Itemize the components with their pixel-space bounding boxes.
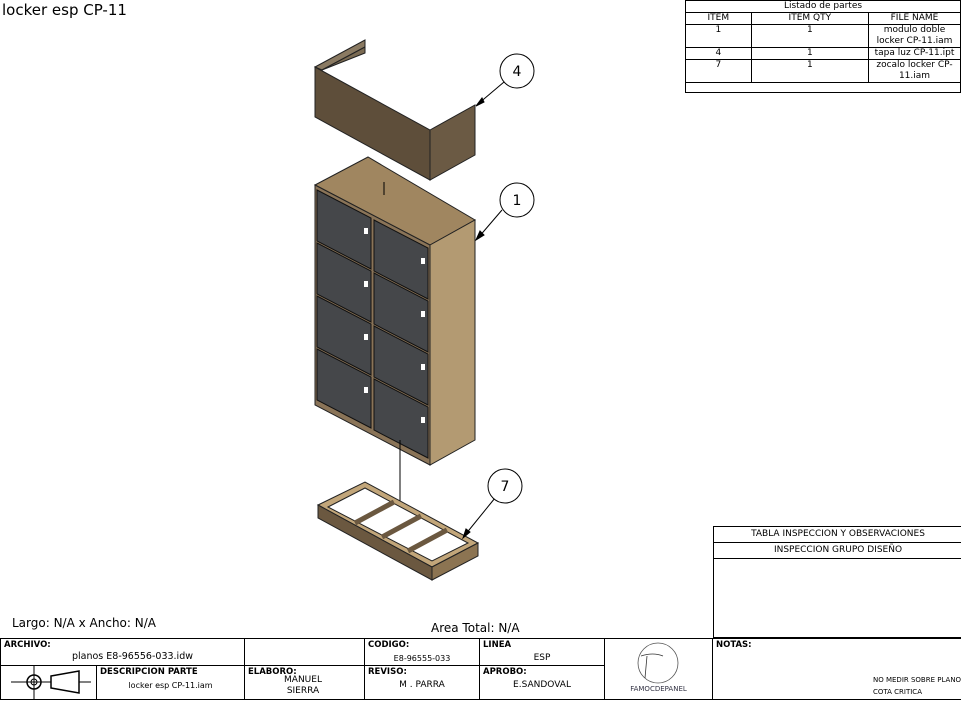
area-total: Area Total: N/A: [431, 621, 520, 635]
archivo-cell: ARCHIVO: planos E8-96556-033.idw: [0, 639, 245, 666]
inspection-table: TABLA INSPECCION Y OBSERVACIONES INSPECC…: [713, 526, 961, 638]
balloon-4: 4: [499, 53, 535, 89]
descripcion-label: DESCRIPCION PARTE: [100, 667, 198, 677]
locker-door: [373, 325, 429, 406]
balloon-7: 7: [487, 468, 523, 504]
locker-door: [316, 189, 372, 270]
aprobo-cell: APROBO: E.SANDOVAL: [480, 666, 605, 700]
locker-doors: [316, 189, 429, 459]
descripcion-cell: DESCRIPCION PARTE locker esp CP-11.iam: [97, 666, 245, 700]
inspection-subtitle: INSPECCION GRUPO DISEÑO: [714, 543, 961, 559]
note-no-medir: NO MEDIR SOBRE PLANO: [873, 676, 961, 684]
door-lock-icon: [364, 334, 368, 340]
locker-door: [316, 295, 372, 376]
door-lock-icon: [421, 417, 425, 423]
svg-text:7: 7: [501, 479, 510, 495]
inspection-title: TABLA INSPECCION Y OBSERVACIONES: [714, 527, 961, 543]
codigo-value: E8-96555-033: [393, 654, 451, 663]
cell-file: modulo doble locker CP-11.iam: [868, 24, 961, 48]
company-logo: FAMOCDEPANEL: [605, 639, 713, 700]
codigo-cell: CODIGO: E8-96555-033: [365, 639, 480, 666]
door-lock-icon: [364, 387, 368, 393]
locker-door: [373, 378, 429, 459]
assembly-drawing: 4 1 7: [313, 39, 535, 581]
notas-label: NOTAS:: [716, 640, 752, 650]
title-block: ARCHIVO: planos E8-96556-033.idw CODIGO: E…: [0, 638, 961, 700]
note-cota-critica: COTA CRITICA: [873, 688, 922, 696]
reviso-value: M . PARRA: [399, 680, 445, 690]
locker-door: [316, 348, 372, 429]
logo-icon: [637, 642, 679, 684]
base-frame-part: [316, 481, 480, 581]
size-dimensions: Largo: N/A x Ancho: N/A: [12, 616, 156, 630]
aprobo-value: E.SANDOVAL: [513, 680, 571, 690]
reviso-label: REVISO:: [368, 667, 407, 677]
archivo-value: planos E8-96556-033.idw: [71, 651, 193, 662]
reviso-cell: REVISO: M . PARRA: [365, 666, 480, 700]
elaboro-value: MANUEL SIERRA: [284, 675, 322, 696]
elaboro-label: ELABORO:: [248, 667, 297, 677]
elaboro-cell: ELABORO:MANUEL SIERRA: [245, 666, 365, 700]
codigo-label: CODIGO:: [368, 640, 410, 650]
linea-label: LINEA: [483, 640, 512, 650]
locker-door: [373, 219, 429, 300]
locker-door: [316, 242, 372, 323]
top-cover-part: [313, 39, 476, 181]
projection-symbol: [0, 666, 97, 700]
balloon-1: 1: [499, 182, 535, 218]
svg-text:4: 4: [513, 64, 522, 80]
linea-cell: LINEA ESP: [480, 639, 605, 666]
third-angle-projection-icon: [11, 666, 91, 700]
descripcion-value: locker esp CP-11.iam: [128, 681, 213, 690]
blank-cell: [245, 639, 365, 666]
door-lock-icon: [421, 258, 425, 264]
cell-item: 1: [685, 24, 752, 48]
logo-text: FAMOCDEPANEL: [630, 685, 687, 693]
svg-text:1: 1: [513, 193, 522, 209]
drawing-title: locker esp CP-11: [2, 1, 127, 19]
aprobo-label: APROBO:: [483, 667, 527, 677]
locker-door: [373, 272, 429, 353]
archivo-label: ARCHIVO:: [4, 640, 51, 650]
notas-cell: NOTAS: NO MEDIR SOBRE PLANO COTA CRITICA: [713, 639, 961, 700]
linea-value: ESP: [533, 653, 551, 663]
door-lock-icon: [364, 281, 368, 287]
door-lock-icon: [364, 228, 368, 234]
door-lock-icon: [421, 311, 425, 317]
door-lock-icon: [421, 364, 425, 370]
